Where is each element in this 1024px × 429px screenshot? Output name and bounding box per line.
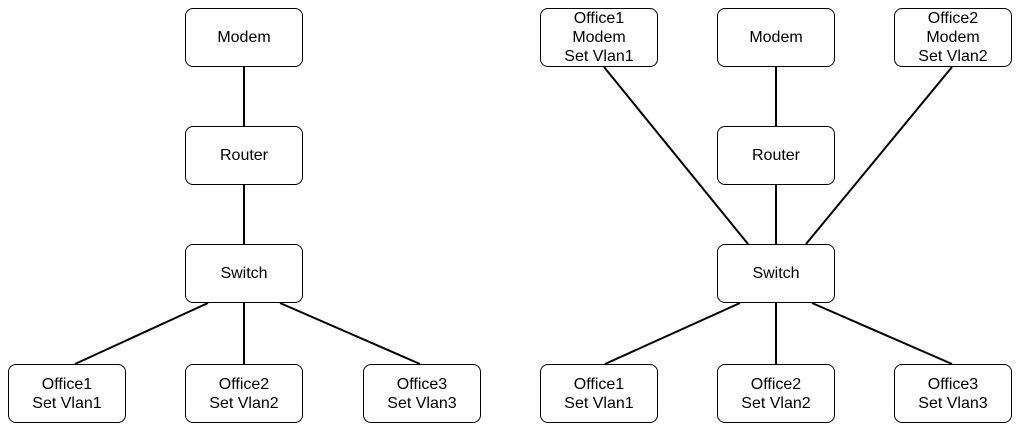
node-label-line: Set Vlan1 (564, 48, 634, 65)
node-label-line: Office1 (573, 10, 625, 27)
left-modem-node: Modem (185, 8, 303, 67)
link-right-office2modem-switch (805, 66, 953, 245)
node-label-line: Set Vlan2 (209, 394, 279, 412)
right-router-node: Router (717, 126, 835, 185)
node-label-line: Office2 (750, 375, 802, 393)
link-right-office1modem-switch (603, 66, 749, 245)
node-label-line: Router (219, 147, 269, 164)
link-left-switch-office1 (74, 302, 209, 365)
link-right-switch-office1 (604, 302, 741, 365)
left-switch-node: Switch (185, 244, 303, 303)
right-modem-node: Modem (717, 8, 835, 67)
node-label-line: Modem (217, 29, 271, 46)
node-label-line: Office3 (927, 375, 979, 393)
link-left-switch-office3 (279, 302, 421, 365)
node-label-line: Set Vlan3 (918, 394, 988, 412)
node-label-line: Router (751, 147, 801, 164)
node-label-line: Office1 (573, 375, 625, 393)
link-right-switch-office3 (811, 302, 953, 365)
node-label-line: Modem (926, 29, 980, 46)
left-router-node: Router (185, 126, 303, 185)
node-label-line: Switch (752, 265, 800, 282)
node-label-line: Switch (220, 265, 268, 282)
node-label-line: Office2 (218, 375, 270, 393)
node-label-line: Set Vlan2 (918, 48, 988, 65)
node-label-line: Office2 (927, 10, 979, 27)
node-label-line: Office3 (396, 375, 448, 393)
node-label-line: Set Vlan1 (32, 394, 102, 412)
node-label-line: Set Vlan3 (387, 394, 457, 412)
right-switch-node: Switch (717, 244, 835, 303)
node-label-line: Set Vlan1 (564, 394, 634, 412)
node-label-line: Set Vlan2 (741, 394, 811, 412)
node-label-line: Modem (572, 29, 626, 46)
node-label-line: Office1 (41, 375, 93, 393)
node-label-line: Modem (749, 29, 803, 46)
